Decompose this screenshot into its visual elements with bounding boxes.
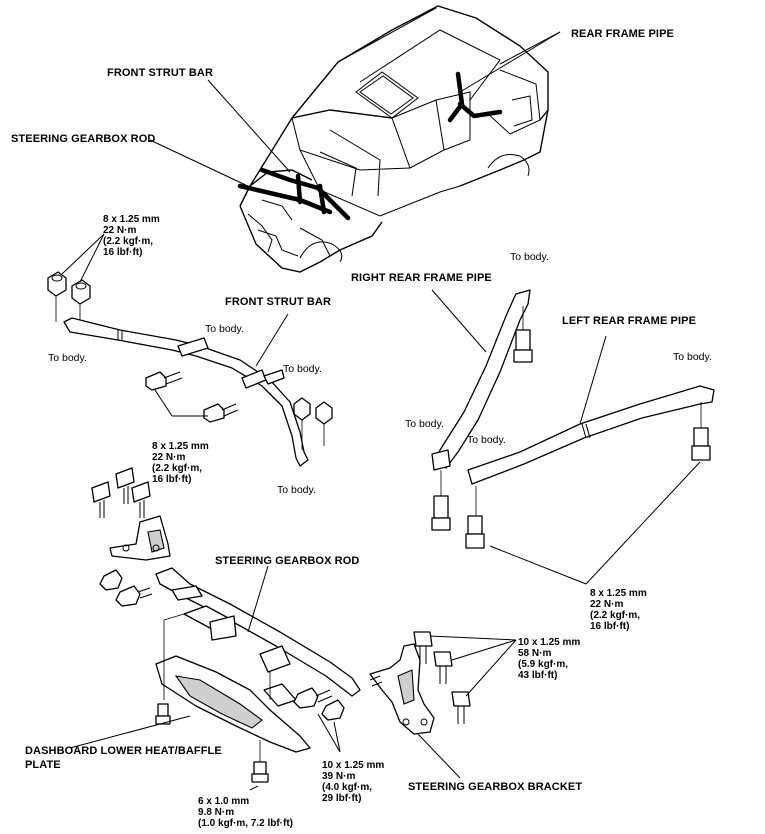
steering-gearbox-bracket (369, 631, 471, 735)
steering-gearbox-rod-label-top: STEERING GEARBOX ROD (11, 133, 156, 145)
to-body-note: To body. (510, 251, 549, 263)
to-body-note: To body. (673, 351, 712, 363)
to-body-note: To body. (205, 323, 244, 335)
left-rear-frame-pipe-label: LEFT REAR FRAME PIPE (562, 315, 697, 327)
front-strut-bar (47, 271, 333, 467)
to-body-note: To body. (405, 418, 444, 430)
steering-gearbox-bracket-label: STEERING GEARBOX BRACKET (408, 781, 583, 793)
vehicle-body-illustration (237, 5, 549, 273)
to-body-note: To body. (467, 434, 506, 446)
rear-frame-pipe-label: REAR FRAME PIPE (571, 28, 674, 40)
to-body-note: To body. (283, 363, 322, 375)
right-rear-frame-pipe (431, 289, 533, 531)
to-body-note: To body. (277, 484, 316, 496)
to-body-note: To body. (48, 352, 87, 364)
dashboard-lower-heat-baffle-label-line2: PLATE (25, 759, 61, 771)
steering-gearbox-rod (91, 467, 361, 783)
dashboard-lower-heat-baffle-label-line1: DASHBOARD LOWER HEAT/BAFFLE (25, 745, 222, 757)
front-strut-bar-label-top: FRONT STRUT BAR (107, 67, 213, 79)
front-strut-bar-label: FRONT STRUT BAR (225, 296, 331, 308)
right-rear-frame-pipe-label: RIGHT REAR FRAME PIPE (351, 272, 492, 284)
steering-gearbox-rod-label: STEERING GEARBOX ROD (215, 555, 360, 567)
left-rear-frame-pipe (465, 385, 715, 549)
